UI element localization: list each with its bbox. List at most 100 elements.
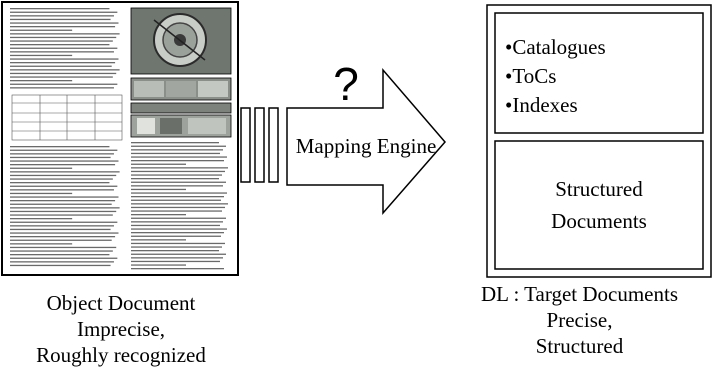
caption-line: Precise, (546, 308, 613, 332)
caption-line: Object Document (46, 291, 196, 315)
paper-text-line (131, 163, 186, 165)
target-documents-caption: DL : Target Documents Precise, Structure… (440, 281, 719, 359)
paper-text-line (10, 254, 110, 256)
paper-text-line (131, 181, 226, 183)
paper-text-line (10, 236, 116, 238)
paper-text-line (10, 29, 73, 31)
paper-left-column-text (10, 8, 120, 267)
paper-text-line (131, 257, 223, 259)
paper-text-line (131, 199, 221, 201)
paper-text-line (10, 69, 120, 71)
list-item-tocs: •ToCs (505, 64, 556, 88)
paper-text-line (131, 196, 224, 198)
caption-line: Imprecise, (76, 317, 166, 341)
paper-text-line (131, 152, 220, 155)
paper-text-line (10, 203, 112, 205)
paper-text-line (131, 221, 223, 223)
object-document-caption: Object Document Imprecise, Roughly recog… (0, 290, 242, 368)
paper-text-line (10, 192, 73, 195)
paper-text-line (10, 40, 113, 42)
paper-text-line (131, 188, 186, 191)
paper-text-line (10, 182, 110, 184)
paper-text-line (10, 83, 118, 85)
paper-text-line (131, 232, 224, 234)
paper-text-line (10, 171, 120, 173)
paper-text-line (10, 243, 73, 245)
paper-text-line (10, 160, 119, 162)
paper-text-line (131, 185, 223, 187)
paper-text-line (10, 214, 113, 216)
paper-text-line (10, 232, 119, 234)
paper-text-line (10, 80, 73, 82)
paper-text-line (131, 250, 219, 252)
paper-text-line (131, 235, 221, 237)
paper-text-line (131, 210, 222, 212)
paper-text-line (10, 221, 118, 223)
paper-text-line (131, 260, 220, 263)
paper-text-line (10, 62, 116, 64)
paper-text-line (10, 51, 114, 53)
paper-text-line (10, 196, 119, 198)
paper-text-line (131, 246, 222, 248)
paper-text-line (10, 167, 73, 169)
paper-text-line (10, 26, 116, 28)
paper-figure-photos (130, 7, 232, 138)
paper-text-line (10, 261, 114, 263)
paper-text-line (10, 18, 111, 21)
mapping-engine-label: Mapping Engine (296, 134, 437, 158)
paper-text-line (10, 228, 111, 231)
paper-text-line (10, 36, 117, 39)
paper-text-line (10, 225, 114, 227)
mapping-arrow (286, 67, 446, 215)
paper-text-line (131, 206, 225, 209)
paper-text-line (10, 54, 73, 57)
paper-text-line (10, 76, 113, 78)
paper-text-line (10, 72, 117, 75)
caption-line: Roughly recognized (36, 343, 206, 367)
paper-text-line (10, 33, 120, 35)
paper-text-line (10, 264, 111, 267)
paper-text-line (10, 218, 73, 220)
structured-docs-line-1: Structured (555, 177, 643, 201)
paper-text-line (10, 210, 117, 213)
paper-text-line (10, 15, 114, 17)
connector-boxes (240, 107, 279, 183)
paper-text-line (131, 253, 226, 255)
paper-text-line (131, 203, 228, 205)
paper-text-line (10, 22, 119, 24)
paper-text-line (131, 170, 225, 173)
paper-text-line (131, 224, 220, 227)
paper-text-line (10, 8, 110, 10)
scanned-paper-thumbnail (1, 1, 239, 276)
paper-text-line (10, 11, 118, 13)
paper-text-line (10, 257, 118, 259)
paper-text-line (10, 44, 110, 46)
paper-text-line (10, 47, 118, 49)
paper-text-line (131, 178, 219, 180)
question-mark: ? (333, 58, 359, 110)
paper-text-line (10, 149, 118, 151)
target-list-box (494, 12, 704, 134)
paper-text-line (10, 178, 113, 180)
paper-text-line (131, 228, 227, 230)
paper-text-line (10, 58, 119, 60)
paper-text-line (131, 160, 224, 162)
paper-text-line (131, 214, 186, 216)
paper-text-line (131, 268, 224, 270)
paper-text-line (131, 174, 222, 176)
paper-text-line (10, 174, 117, 177)
paper-text-line (131, 239, 186, 241)
paper-text-line (10, 164, 116, 166)
paper-text-line (131, 142, 219, 144)
list-item-catalogues: •Catalogues (505, 35, 606, 59)
paper-text-line (10, 189, 114, 191)
paper-text-line (10, 207, 120, 209)
paper-text-line (131, 217, 226, 219)
paper-text-line (131, 149, 223, 151)
caption-line: DL : Target Documents (480, 282, 679, 306)
paper-text-line (10, 239, 112, 241)
paper-text-line (10, 200, 116, 202)
paper-text-line (131, 264, 186, 266)
structured-docs-line-2: Documents (551, 209, 647, 233)
